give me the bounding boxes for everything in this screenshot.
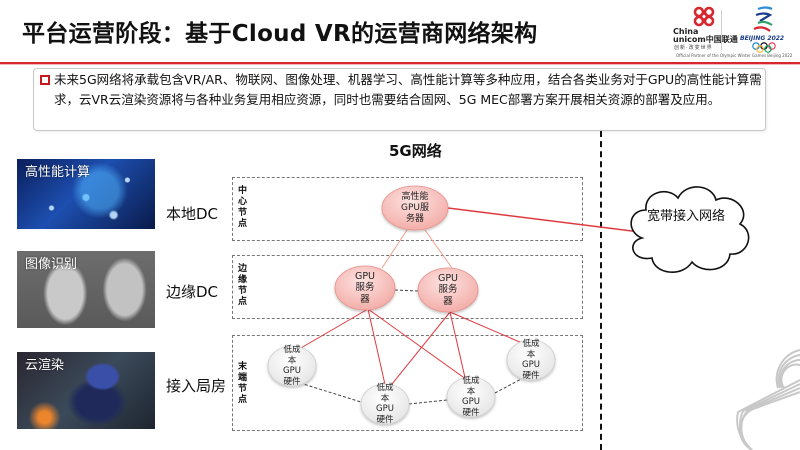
zone-label: 末端节点 [238, 362, 248, 405]
thumbnail-label: 高性能计算 [25, 165, 91, 180]
unicom-text-line2: unicom中国联通 [673, 35, 738, 44]
unicom-text-line1: China [673, 27, 699, 36]
thumbnail-label: 云渲染 [25, 358, 65, 373]
edge-node-zone: 边缘节点 [232, 255, 583, 319]
header-divider-shadow [0, 64, 800, 65]
official-partner-text: Official Partner of the Olympic Winter G… [676, 53, 793, 58]
info-text: 未来5G网络将承载包含VR/AR、物联网、图像处理、机器学习、高性能计算等多种应… [54, 72, 762, 107]
tier-label-local-dc: 本地DC [166, 205, 219, 223]
beijing-2022-emblem-icon [753, 6, 773, 32]
hpc-thumbnail: 高性能计算 [17, 159, 155, 229]
unicom-slogan: 创新·改变世界 [674, 45, 713, 51]
unicom-logo-icon [693, 6, 715, 27]
beijing-2022-text: BEIJING 2022 [740, 35, 785, 42]
slide-title: 平台运营阶段：基于Cloud VR的运营商网络架构 [22, 21, 538, 47]
boundary-divider [600, 131, 602, 450]
broadband-access-cloud-icon [630, 186, 750, 273]
network-title: 5G网络 [389, 142, 442, 160]
header-divider [0, 62, 800, 64]
logo-separator [721, 10, 722, 50]
zone-label: 中心节点 [238, 186, 248, 229]
tier-label-access-office: 接入局房 [166, 377, 227, 395]
logo-area: China unicom中国联通 创新·改变世界 BEIJING 2022 Of… [668, 2, 798, 60]
square-bullet-icon [40, 75, 50, 85]
info-callout: 未来5G网络将承载包含VR/AR、物联网、图像处理、机器学习、高性能计算等多种应… [33, 68, 766, 131]
broadband-cloud-label: 宽带接入网络 [646, 209, 725, 224]
central-node-zone: 中心节点 [232, 177, 583, 241]
cloud-rendering-thumbnail: 云渲染 [17, 352, 155, 429]
image-recognition-thumbnail: 图像识别 [17, 251, 155, 328]
zone-label: 边缘节点 [238, 264, 248, 307]
tier-label-edge-dc: 边缘DC [166, 283, 219, 301]
unicom-logo-text: China unicom中国联通 [673, 28, 738, 44]
thumbnail-label: 图像识别 [25, 257, 78, 272]
access-node-zone: 末端节点 [232, 335, 583, 431]
olympic-rings-icon [752, 42, 776, 53]
decorative-knot-icon [736, 349, 800, 450]
